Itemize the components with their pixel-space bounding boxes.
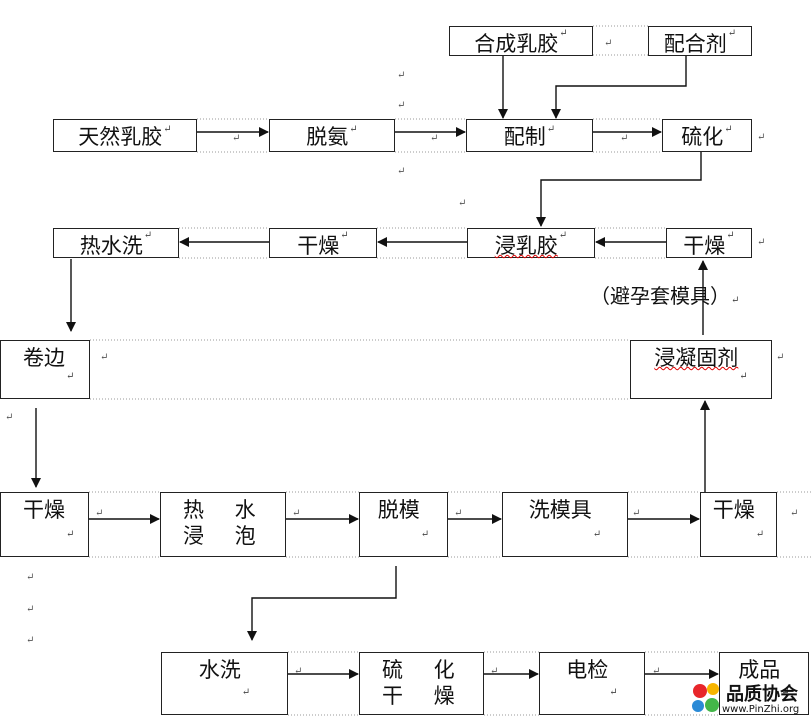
node-electronic-test: 电检↵ [539,652,645,715]
node-natural-latex: 天然乳胶↵ [53,119,197,152]
node-drying-1-label: 干燥 [297,234,340,258]
node-compounding-agent-label: 配合剂 [663,32,727,56]
node-compounding-agent: 配合剂↵ [648,26,752,56]
paragraph-mark: ↵ [458,198,467,209]
node-deammoniation-label: 脱氨 [306,125,349,149]
paragraph-mark: ↵ [232,133,241,144]
paragraph-mark: ↵ [739,371,748,382]
paragraph-mark: ↵ [66,371,75,382]
node-preparation: 配制↵ [466,119,593,152]
dotted-text-frames [89,25,811,716]
node-electronic-test-label: 电检 [566,658,609,682]
node-drying-2: 干燥↵ [666,228,752,258]
pinzhi-logo-icon [692,683,719,712]
node-bead-rolling-label: 卷边 [23,346,65,370]
paragraph-mark: ↵ [66,529,75,540]
condom-mold-note-label: （避孕套模具） [590,284,730,308]
logo-url: www.PinZhi.org [722,704,800,715]
node-demolding: 脱模↵ [359,492,448,557]
node-dip-latex-label: 浸乳胶 [494,234,558,258]
node-mold-washing: 洗模具↵ [502,492,628,557]
paragraph-mark: ↵ [95,508,104,519]
paragraph-mark: ↵ [757,132,766,143]
paragraph-mark: ↵ [755,529,765,540]
paragraph-mark: ↵ [731,295,740,306]
node-finished-product: 成品↵ [719,652,809,715]
node-drying-3: 干燥↵ [0,492,89,557]
paragraph-mark: ↵ [420,529,430,540]
node-hot-water-wash: 热水洗↵ [53,228,179,258]
node-synthetic-latex: 合成乳胶↵ [449,26,593,56]
node-hot-water-soak-label: 热 水 浸 泡 [183,498,268,548]
node-water-wash-label: 水洗 [198,658,241,682]
node-dip-latex: 浸乳胶↵ [467,228,595,258]
paragraph-mark: ↵ [604,38,613,49]
paragraph-mark: ↵ [490,666,499,677]
node-finished-product-label: 成品 [738,658,781,682]
node-drying-4: 干燥↵ [700,492,777,557]
node-drying-4-label: 干燥 [712,498,755,522]
node-dip-coagulant-label: 浸凝固剂 [654,346,739,370]
logo-name: 品质协会 [726,684,798,705]
paragraph-mark: ↵ [5,412,14,423]
node-water-wash: 水洗↵ [161,652,288,715]
paragraph-mark: ↵ [430,133,439,144]
node-synthetic-latex-label: 合成乳胶 [474,32,559,56]
node-preparation-label: 配制 [503,125,546,149]
paragraph-mark: ↵ [397,166,406,177]
paragraph-mark: ↵ [163,124,172,135]
node-natural-latex-label: 天然乳胶 [78,125,163,149]
condom-mold-note: （避孕套模具）↵ [590,280,739,309]
paragraph-mark: ↵ [26,635,35,646]
paragraph-mark: ↵ [559,28,568,39]
paragraph-mark: ↵ [558,230,568,241]
node-mold-washing-label: 洗模具 [528,498,592,522]
paragraph-mark: ↵ [292,508,301,519]
paragraph-mark: ↵ [609,687,618,698]
paragraph-mark: ↵ [454,508,463,519]
paragraph-mark: ↵ [632,508,641,519]
paragraph-mark: ↵ [652,666,661,677]
paragraph-mark: ↵ [349,124,358,135]
node-drying-1: 干燥↵ [269,228,377,258]
node-deammoniation: 脱氨↵ [269,119,395,152]
paragraph-mark: ↵ [100,352,109,363]
paragraph-mark: ↵ [26,572,35,583]
paragraph-mark: ↵ [546,124,556,135]
paragraph-mark: ↵ [620,133,629,144]
node-demolding-label: 脱模 [377,498,420,522]
paragraph-mark: ↵ [727,28,737,39]
node-dip-coagulant: 浸凝固剂↵ [630,340,772,399]
node-drying-3-label: 干燥 [23,498,65,522]
flow-connectors [31,56,719,679]
paragraph-mark: ↵ [340,230,349,241]
node-vulcanization: 硫化↵ [662,119,752,152]
node-hot-water-soak: 热 水 浸 泡 [160,492,286,557]
paragraph-mark: ↵ [143,230,153,241]
paragraph-mark: ↵ [726,230,735,241]
paragraph-mark: ↵ [790,508,799,519]
node-bead-rolling: 卷边↵ [0,340,90,399]
paragraph-mark: ↵ [26,604,35,615]
paragraph-mark: ↵ [757,237,766,248]
node-vulcanize-dry: 硫 化 干 燥 [359,652,484,715]
paragraph-mark: ↵ [294,666,303,677]
node-drying-2-label: 干燥 [683,234,726,258]
paragraph-mark: ↵ [724,124,733,135]
node-hot-water-wash-label: 热水洗 [79,234,143,258]
paragraph-mark: ↵ [397,100,406,111]
pinzhi-logo: 品质协会 www.PinZhi.org [686,678,811,721]
paragraph-mark: ↵ [776,352,785,363]
node-vulcanization-label: 硫化 [681,125,724,149]
paragraph-mark: ↵ [397,70,406,81]
paragraph-mark: ↵ [241,687,251,698]
node-vulcanize-dry-label: 硫 化 干 燥 [382,658,467,708]
paragraph-mark: ↵ [592,529,602,540]
paragraph-mark: ↵ [781,687,790,698]
